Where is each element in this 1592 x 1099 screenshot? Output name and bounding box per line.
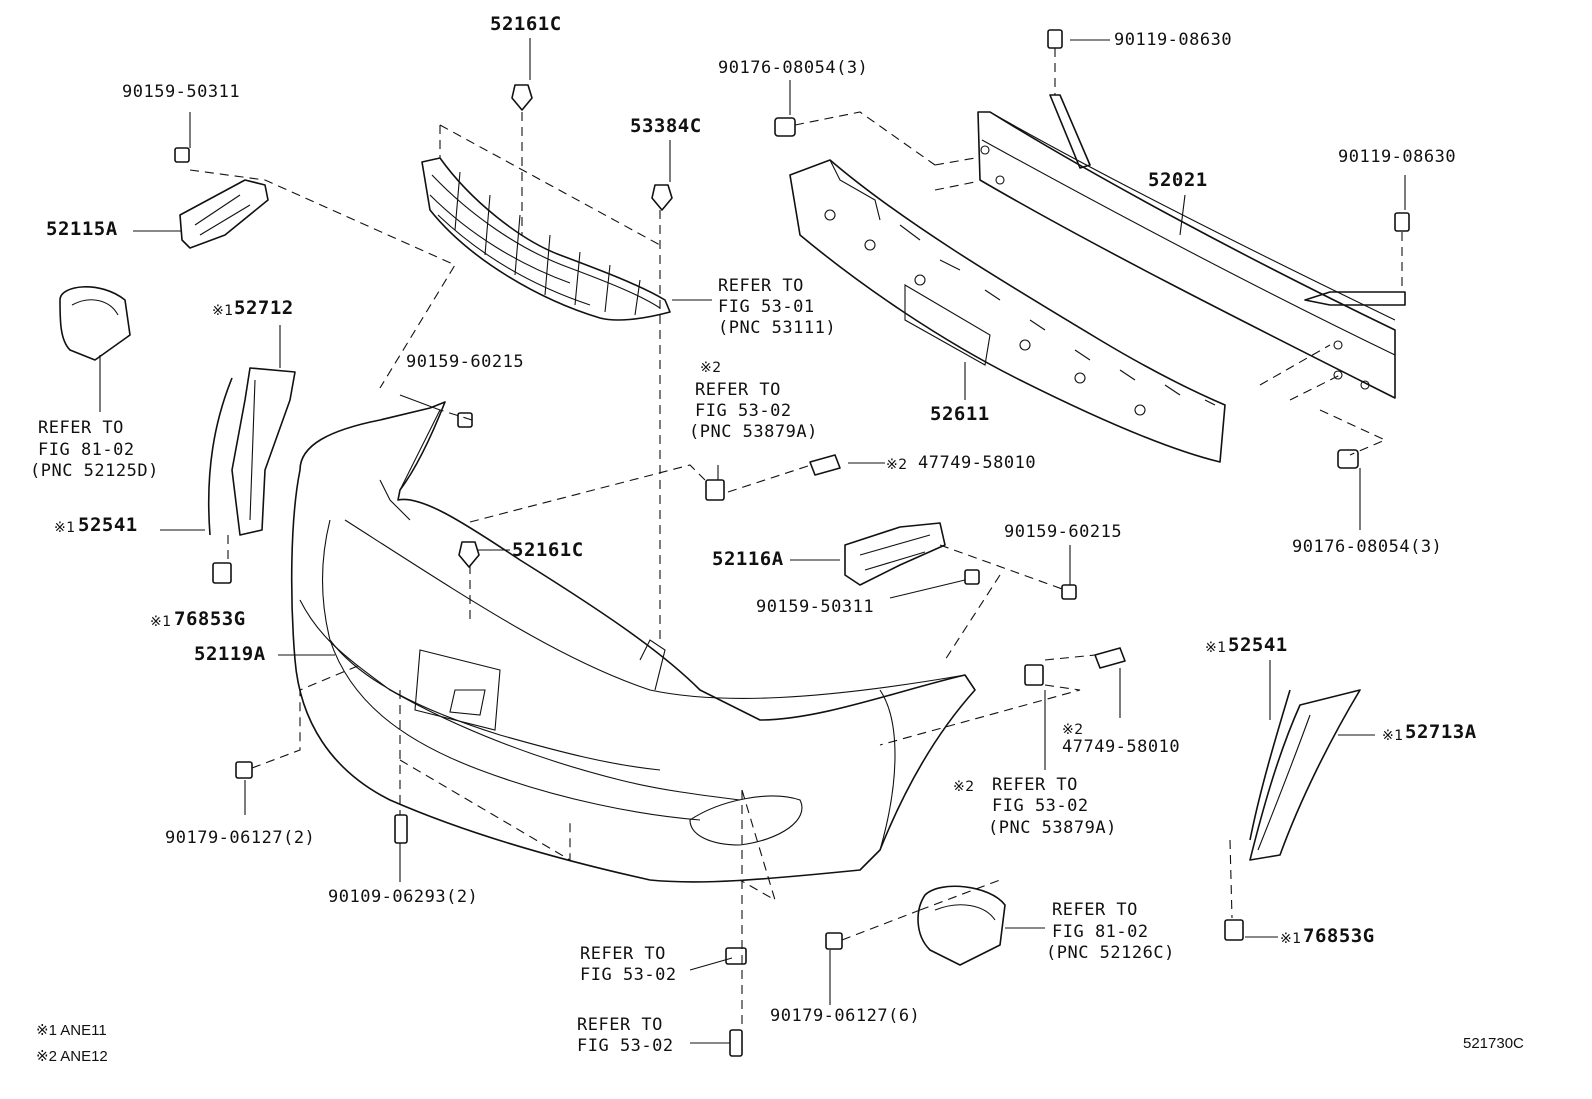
label-ref-53879a-low-line2: FIG 53-02 xyxy=(992,796,1089,816)
bumper-cover-52119a xyxy=(290,394,976,883)
label-ref-53-02-b-line2: FIG 53-02 xyxy=(577,1036,674,1056)
label-ref-52125d-line2: FIG 81-02 xyxy=(38,440,135,460)
label-ref-52126c-line3: (PNC 52126C) xyxy=(1046,943,1175,963)
label-ref-53111-line1: REFER TO xyxy=(718,276,804,296)
label-90119-08630-top: 90119-08630 xyxy=(1114,30,1233,50)
label-52712-mark: ※1 xyxy=(212,303,234,319)
label-ref-53111-line2: FIG 53-01 xyxy=(718,297,815,317)
fog-lamp-bracket-left xyxy=(59,286,131,361)
figure-code: 521730C xyxy=(1463,1035,1524,1052)
label-ref-53879a-low-line1: REFER TO xyxy=(992,775,1078,795)
leader-lines xyxy=(99,38,1406,1044)
fog-lamp-bracket-right xyxy=(917,885,1006,966)
label-52541-right-mark: ※1 xyxy=(1205,640,1227,656)
label-47749-58010-low: 47749-58010 xyxy=(1062,737,1181,757)
seal-52541-right xyxy=(1249,689,1291,841)
label-52541-left: 52541 xyxy=(78,514,138,536)
bracket-52116a xyxy=(844,522,946,586)
label-76853g-left: 76853G xyxy=(174,608,246,630)
footnote-ane12: ※2 ANE12 xyxy=(36,1048,108,1065)
label-90159-60215-top: 90159-60215 xyxy=(406,352,525,372)
label-52116a: 52116A xyxy=(712,548,784,570)
label-76853g-left-mark: ※1 xyxy=(150,614,172,630)
label-ref-52126c-line1: REFER TO xyxy=(1052,900,1138,920)
label-52541-left-mark: ※1 xyxy=(54,520,76,536)
bracket-52115a xyxy=(179,179,269,249)
label-47749-low-mark: ※2 xyxy=(1062,722,1084,738)
label-52713a-mark: ※1 xyxy=(1382,728,1404,744)
label-52161c-mid: 52161C xyxy=(512,539,584,561)
label-ref-53879a-top-line2: FIG 53-02 xyxy=(695,401,792,421)
energy-absorber-52611 xyxy=(789,159,1226,463)
label-90176-08054-top: 90176-08054(3) xyxy=(718,58,869,78)
label-ref-53-02-a-line1: REFER TO xyxy=(580,944,666,964)
label-76853g-right: 76853G xyxy=(1303,925,1375,947)
retainer-52712 xyxy=(231,367,296,536)
label-ref-52125d-line3: (PNC 52125D) xyxy=(30,461,159,481)
bumper-reinforcement-52021 xyxy=(977,94,1406,399)
seal-52541-left xyxy=(207,377,233,536)
label-90159-50311-mid: 90159-50311 xyxy=(756,597,875,617)
label-52713a: 52713A xyxy=(1405,721,1477,743)
label-47749-top-mark: ※2 xyxy=(886,457,908,473)
label-ref-53111-line3: (PNC 53111) xyxy=(718,318,837,338)
label-ref-53879a-top-line3: (PNC 53879A) xyxy=(689,422,818,442)
label-76853g-right-mark: ※1 xyxy=(1280,931,1302,947)
label-90159-50311-left: 90159-50311 xyxy=(122,82,241,102)
label-52541-right: 52541 xyxy=(1228,634,1288,656)
footnote-ane11: ※1 ANE11 xyxy=(36,1022,107,1039)
label-52611: 52611 xyxy=(930,403,990,425)
retainer-52713a xyxy=(1249,689,1361,861)
label-90179-06127-left: 90179-06127(2) xyxy=(165,828,316,848)
label-ref-53879a-top-line1: REFER TO xyxy=(695,380,781,400)
label-47749-58010-top: 47749-58010 xyxy=(918,453,1037,473)
assembly-lines xyxy=(189,48,1403,1030)
label-52115a: 52115A xyxy=(46,218,118,240)
label-ref-52126c-line2: FIG 81-02 xyxy=(1052,922,1149,942)
grille xyxy=(421,157,671,321)
label-ref-52125d-line1: REFER TO xyxy=(38,418,124,438)
label-90179-06127-bottom: 90179-06127(6) xyxy=(770,1006,921,1026)
label-ref-53-02-a-line2: FIG 53-02 xyxy=(580,965,677,985)
label-90176-08054-right: 90176-08054(3) xyxy=(1292,537,1443,557)
label-52021: 52021 xyxy=(1148,169,1208,191)
label-52119a: 52119A xyxy=(194,643,266,665)
label-52712: 52712 xyxy=(234,297,294,319)
label-ref-53-02-b-line1: REFER TO xyxy=(577,1015,663,1035)
label-90159-60215-right: 90159-60215 xyxy=(1004,522,1123,542)
label-ref-53879a-low-line3: (PNC 53879A) xyxy=(988,818,1117,838)
label-53384c: 53384C xyxy=(630,115,702,137)
label-52161c-top: 52161C xyxy=(490,13,562,35)
label-90109-06293: 90109-06293(2) xyxy=(328,887,479,907)
label-ref-53879a-top-mark: ※2 xyxy=(700,360,722,376)
label-90119-08630-right: 90119-08630 xyxy=(1338,147,1457,167)
label-ref-53879a-low-mark: ※2 xyxy=(953,779,975,795)
